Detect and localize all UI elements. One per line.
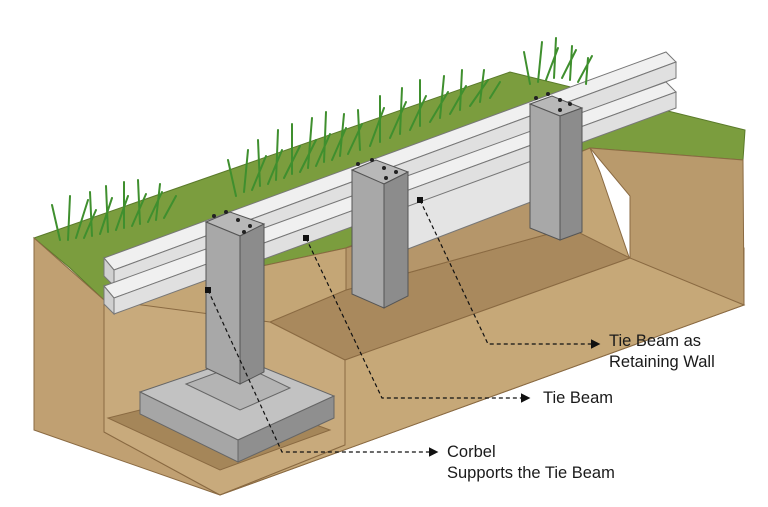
label-corbel: Corbel Supports the Tie Beam [447,442,615,484]
label-tie-beam: Tie Beam [543,389,613,407]
leader-arrows [207,199,601,457]
label-retaining-wall-line2: Retaining Wall [609,353,715,371]
rebar-ends [212,92,572,234]
label-retaining-wall-line1: Tie Beam as [609,332,702,350]
leader-dots [205,197,423,293]
footing-side [237,395,335,463]
column-middle [350,159,410,309]
label-corbel-line1: Corbel [447,443,496,461]
grass-clumps [51,37,593,241]
column-back [528,95,584,241]
label-corbel-line2: Supports the Tie Beam [447,464,615,482]
arrow-tie-beam [305,237,531,403]
arrow-retaining-wall [419,199,601,349]
label-retaining-wall: Tie Beam as Retaining Wall [609,331,715,373]
trench-front-step [219,257,746,496]
arrow-corbel [207,289,439,457]
column-front [204,211,266,385]
